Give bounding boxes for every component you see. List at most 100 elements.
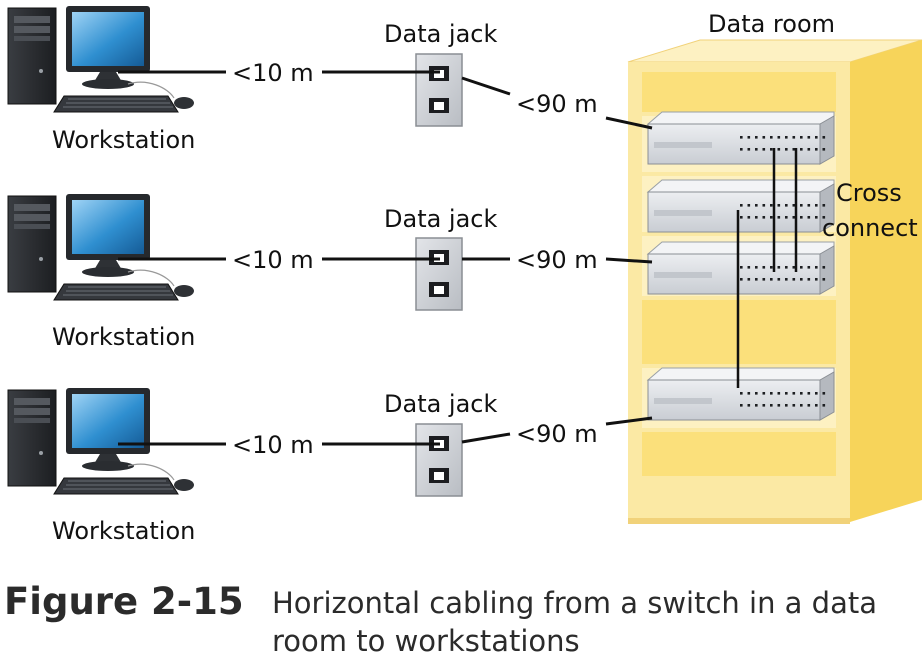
workstation-label: Workstation [52,126,195,154]
switch-port [747,404,751,407]
switch-port [762,266,766,269]
data-jack-label: Data jack [384,390,498,418]
switch-port [755,204,758,207]
cross-connect-cables [736,148,798,388]
switch-port [770,392,773,395]
switch-port [770,148,773,151]
switch-port [762,148,766,151]
switch-port [747,266,751,269]
switch-port [807,136,811,139]
switch-port [800,404,803,407]
switch-port [815,136,818,139]
switch-port [792,136,796,139]
switch-port [815,216,818,219]
switch-port [822,216,826,219]
long-run-distance-label: <90 m [516,246,598,274]
switch-port [807,392,811,395]
switch-port [770,136,773,139]
switch-port [785,204,788,207]
switch-port [755,216,758,219]
switch-port [792,216,796,219]
switch-port [740,216,743,219]
horizontal-cables [118,70,653,446]
switch-port [762,216,766,219]
switch-port [755,392,758,395]
short-run-distance-label: <10 m [232,59,314,87]
switch-port [800,392,803,395]
data-jack-plate [415,237,463,311]
switch-port [777,148,781,151]
switch-port [740,136,743,139]
switch-port [762,136,766,139]
switch-port [770,216,773,219]
switch-port [815,278,818,281]
workstation-label: Workstation [52,517,195,545]
switch-port [740,204,743,207]
switch-port [755,404,758,407]
switch-port [800,136,803,139]
data-jack-plate [415,53,463,127]
switch-port [785,392,788,395]
switch-port [747,392,751,395]
data-room-label: Data room [708,10,835,38]
switch-port [777,204,781,207]
switch-port [815,148,818,151]
switch-port [822,136,826,139]
switch-port [770,204,773,207]
switch-port [807,216,811,219]
switch-port [770,278,773,281]
switch-port [815,404,818,407]
figure-caption-text: Horizontal cabling from a switch in a da… [272,586,877,658]
cross-connect-label: connect [822,214,918,242]
data-jack-plate [415,423,463,497]
workstation-label: Workstation [52,323,195,351]
switch-port [747,148,751,151]
switch-port [755,266,758,269]
switch-port [740,278,743,281]
switch-port [740,404,743,407]
switch-port [740,392,743,395]
switch-port [777,266,781,269]
switch-port [785,148,788,151]
switch-port [822,404,826,407]
switch-port [807,204,811,207]
switch-port [807,404,811,407]
switch-port [785,216,788,219]
switch-port [755,278,758,281]
switch-port [822,392,826,395]
workstation-computer [7,193,195,301]
long-run-distance-label: <90 m [516,90,598,118]
switch-port [807,278,811,281]
switch-port [747,136,751,139]
switch-port [762,278,766,281]
switch-port [792,404,796,407]
switch-port [762,204,766,207]
figure-number: Figure 2-15 [4,580,244,623]
switch-port [785,404,788,407]
switch-port [777,216,781,219]
switch-port [777,392,781,395]
switch-port [800,204,803,207]
data-jack-label: Data jack [384,20,498,48]
switch-port [822,148,826,151]
switch-port [785,136,788,139]
switch-port [792,204,796,207]
switch-port [777,404,781,407]
short-run-distance-label: <10 m [232,246,314,274]
switch-port [807,148,811,151]
switch-port [747,278,751,281]
switch-port [785,278,788,281]
switch-port [747,204,751,207]
switch-port [770,404,773,407]
switch-port [740,148,743,151]
switch-port [777,278,781,281]
switch-port [815,204,818,207]
switch-port [755,148,758,151]
switch-port [785,266,788,269]
figure-caption: Figure 2-15 Horizontal cabling from a sw… [4,574,920,658]
switch-port [792,266,796,269]
switch-port [762,404,766,407]
cross-connect-label: Cross [836,179,902,207]
data-jack-label: Data jack [384,205,498,233]
